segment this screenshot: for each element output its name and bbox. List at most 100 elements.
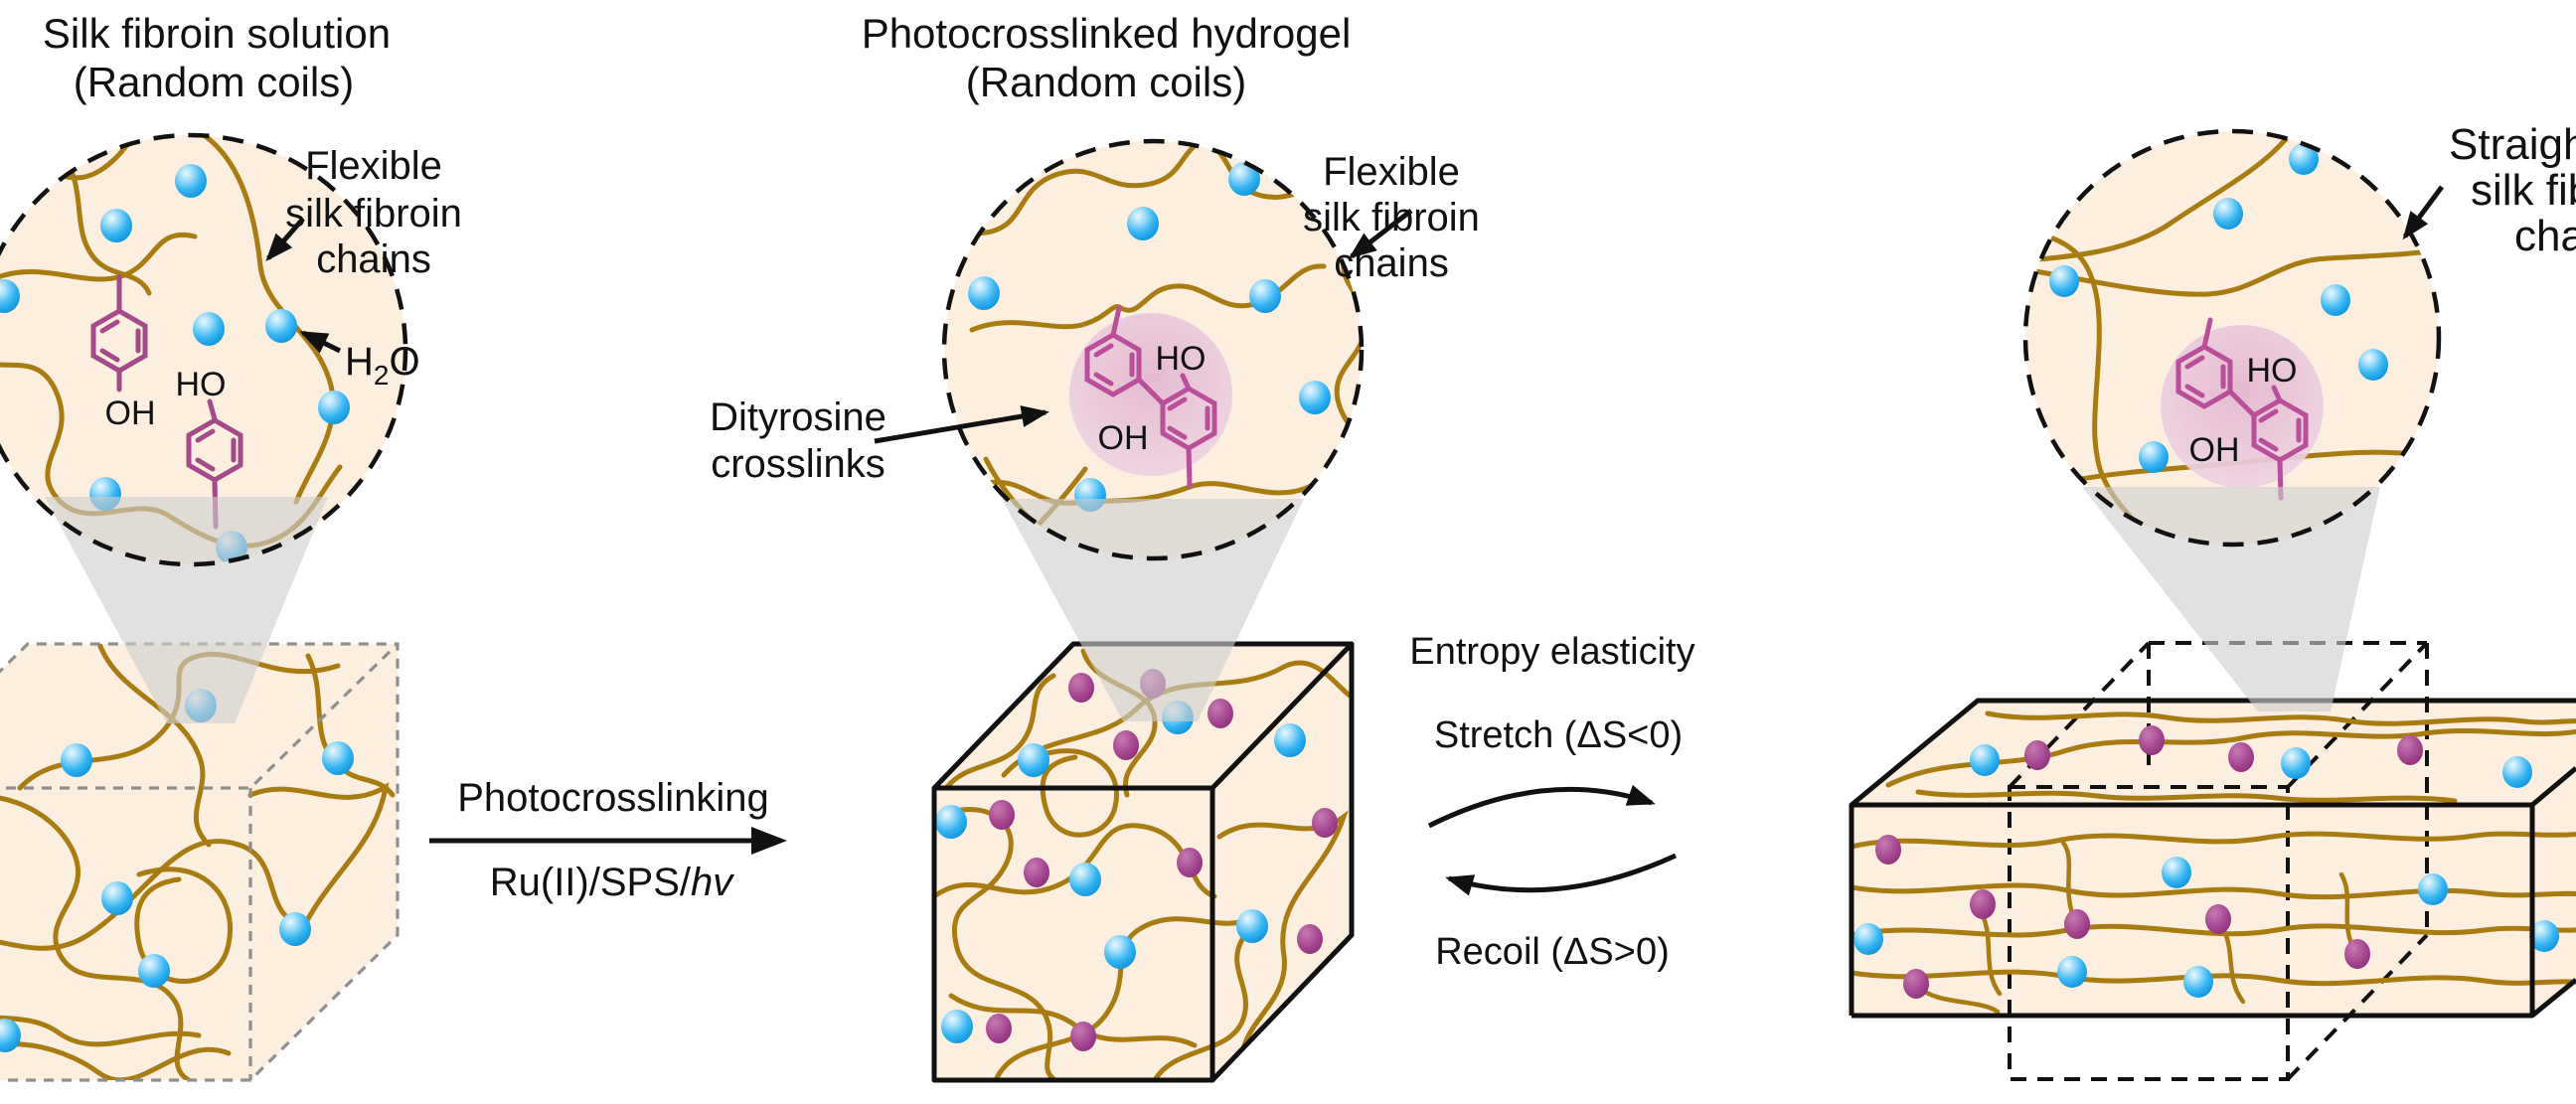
center-annotations: Photocrosslinked hydrogel (Random coils)…	[710, 10, 1480, 486]
zoom-funnel-left	[45, 497, 328, 723]
crosslink-dot	[1070, 1022, 1096, 1051]
water-droplet	[2358, 349, 2388, 381]
water-droplet	[61, 743, 92, 777]
water-droplet	[2139, 441, 2169, 473]
left-annotations: Silk fibroin solution (Random coils) Fle…	[43, 10, 462, 391]
center-title-line1: Photocrosslinked hydrogel	[862, 10, 1352, 57]
flexible-chains-arrow	[265, 217, 305, 262]
dityrosine-molecule: HO OH	[1069, 305, 1232, 489]
water-droplet	[2281, 747, 2311, 779]
hydrogel-cube-outline	[931, 641, 1355, 1083]
silk-chain	[2025, 136, 2289, 263]
water-droplet	[1104, 935, 1136, 969]
crosslink-dot	[1970, 889, 1996, 919]
h2o-arrow	[299, 330, 342, 354]
silk-chain	[0, 1041, 232, 1080]
center-flexible-label-l1: Flexible	[1323, 150, 1460, 194]
crosslink-dot	[2024, 740, 2050, 770]
crosslink-dot	[1113, 730, 1139, 760]
silk-chain	[1152, 933, 1248, 1080]
water-droplet	[2502, 756, 2532, 788]
water-droplet	[1299, 381, 1331, 414]
entropy-title: Entropy elasticity	[1409, 631, 1694, 673]
silk-chain	[1852, 882, 2576, 900]
water-droplet	[1018, 743, 1049, 777]
phenol-ho-label: HO	[176, 366, 227, 403]
silk-chain	[134, 867, 233, 984]
water-droplet	[968, 276, 1000, 310]
reaction-reagents: Ru(II)/SPS/hv	[490, 861, 735, 904]
slab-content	[1852, 710, 2576, 1015]
water-droplet	[279, 912, 311, 946]
crosslink-dot	[1177, 848, 1203, 877]
right-stretched-circle	[2025, 131, 2439, 545]
silk-chain	[1852, 923, 2576, 938]
water-droplet	[1274, 723, 1306, 757]
recoil-label: Recoil (ΔS>0)	[1435, 931, 1670, 973]
left-title-line2: (Random coils)	[74, 59, 354, 105]
silk-chain	[96, 644, 212, 848]
flexible-chains-label-l1: Flexible	[305, 144, 442, 188]
stretch-label: Stretch (ΔS<0)	[1434, 714, 1683, 756]
silk-chain	[943, 673, 1056, 791]
hydrogel-cube-content	[934, 648, 1352, 1080]
silk-chain	[1885, 727, 2576, 788]
silk-chain	[1852, 831, 2576, 850]
hydrogel-cube-inner-edges	[934, 642, 1354, 1080]
water-droplet	[0, 1019, 21, 1052]
water-droplet	[193, 312, 225, 346]
right-circle-content	[2025, 136, 2439, 545]
water-droplet	[1069, 863, 1101, 896]
silk-chain	[1985, 710, 2576, 726]
dityrosine-oh-label: OH	[1098, 419, 1149, 457]
left-circle-fill	[0, 135, 405, 564]
silk-chain	[57, 146, 152, 296]
solution-cube-inner-edges	[0, 642, 400, 1080]
water-droplet	[1236, 909, 1268, 943]
water-droplet	[1228, 162, 1260, 196]
silk-chain	[0, 839, 306, 951]
water-droplet	[2418, 873, 2448, 905]
recoil-arrow	[1445, 853, 1678, 896]
hydrogel-cube	[931, 641, 1355, 1083]
flexible-chains-label-l2: silk fibroin	[285, 192, 462, 236]
solution-cube	[0, 642, 400, 1082]
water-droplet	[2529, 920, 2559, 952]
h2o-label: H2O	[345, 340, 420, 391]
water-droplet	[0, 279, 20, 313]
phenol-oh-label: OH	[105, 394, 156, 432]
water-droplet	[2162, 857, 2191, 888]
right-circle-border	[2022, 128, 2442, 548]
crosslink-dot	[2205, 904, 2231, 934]
solution-cube-fill	[0, 644, 398, 1080]
tyrosine-phenol: OH	[90, 274, 156, 432]
dityrosine-label-l1: Dityrosine	[710, 395, 886, 439]
water-droplet	[101, 881, 133, 915]
water-droplet	[2049, 265, 2079, 297]
center-circle-content: HO OH	[944, 141, 1362, 558]
left-solution-circle: OH HO	[0, 135, 405, 564]
reaction-annotations: Photocrosslinking Ru(II)/SPS/hv	[429, 776, 787, 904]
water-droplet	[1127, 207, 1159, 240]
crosslink-dot	[986, 1014, 1012, 1043]
solution-cube-outline	[0, 642, 400, 1082]
crosslink-dot	[989, 800, 1015, 830]
water-droplet	[2183, 966, 2213, 998]
zoom-funnel-right	[2082, 487, 2380, 711]
water-droplet	[1853, 923, 1883, 955]
crosslink-dot	[1208, 699, 1233, 728]
crosslink-dot	[2344, 939, 2370, 969]
silk-chain	[1216, 810, 1349, 1048]
water-droplet	[318, 391, 350, 424]
right-annotations: Straigh silk fib cha	[2402, 120, 2576, 260]
straight-chains-arrow	[2402, 185, 2445, 240]
silk-chain	[0, 991, 202, 1047]
center-title-line2: (Random coils)	[966, 59, 1246, 105]
left-circle-border	[0, 132, 408, 567]
crosslink-dot	[2397, 735, 2423, 765]
crosslink-dot	[2139, 725, 2165, 755]
straight-chains-label-l3: cha	[2514, 212, 2576, 260]
crosslink-dot	[2228, 742, 2254, 772]
water-droplet	[265, 309, 297, 343]
straight-chains-label-l2: silk fib	[2471, 166, 2576, 215]
